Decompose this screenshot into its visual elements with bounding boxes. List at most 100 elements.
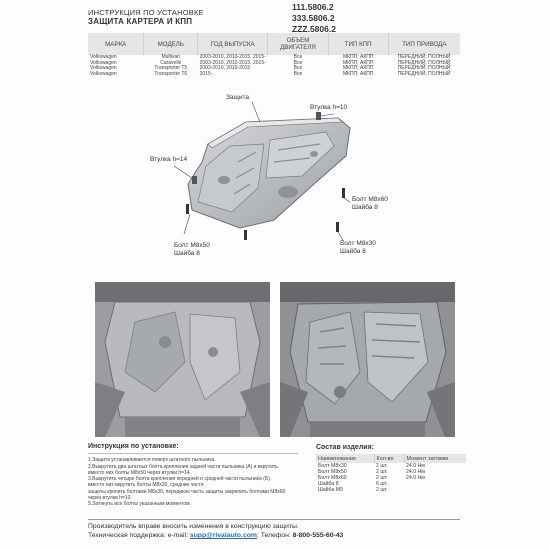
table-row: Volkswagen Transporter T5 2003-2010, 201… (88, 65, 460, 72)
bolt-name: Болт М8х30 (340, 240, 376, 247)
cell-year: 2015- (199, 70, 213, 77)
divider (88, 453, 298, 455)
support-phone: 8-800-555-60-43 (292, 532, 344, 539)
label-bushing-h10: Втулка h=10 (310, 104, 348, 111)
table-row: Шайба М9 2 шт. (316, 487, 466, 493)
cell-gearbox: МКПП; АКПП (342, 54, 374, 60)
document-title: ИНСТРУКЦИЯ ПО УСТАНОВКЕ ЗАЩИТА КАРТЕРА И… (88, 8, 204, 26)
footer: Производитель вправе вносить изменения в… (88, 522, 468, 540)
label-bolt-m8x30: Болт М8х30 Шайба 8 (340, 240, 376, 256)
bolt-name: Болт М8х60 (352, 196, 388, 203)
instruction-step: 3.Выкрутить четыре болта крепления перед… (88, 476, 272, 483)
washer-name: Шайба 8 (174, 250, 200, 257)
exploded-diagram: Защита Втулка h=14 Втулка h=10 Болт М8х6… (88, 92, 460, 272)
table-row: Volkswagen Caravelle 2003-2010, 2010-201… (88, 59, 460, 67)
components-title: Состав изделия: (316, 444, 374, 451)
underbody-photo-before (95, 282, 270, 437)
label-bolt-m8x60: Болт М8х60 Шайба 8 (352, 196, 388, 212)
cell-name: Болт М8х50 (318, 469, 347, 475)
cell-year: 2003-2010, 2010-2015, 2015- (199, 54, 266, 60)
col-header-make: МАРКА (88, 33, 145, 55)
cell-torque: 24.0 Нм (406, 469, 425, 475)
components-section: Состав изделия: Наименование Кол-во Моме… (316, 444, 466, 493)
cell-engine: Все (293, 59, 303, 66)
col-header-name: Наименование (316, 454, 375, 463)
instruction-step: 5.Затянуть все болты указанным моментом. (88, 501, 191, 508)
label-bolt-m8x50: Болт М8х50 Шайба 8 (174, 242, 210, 258)
title-line-1: ИНСТРУКЦИЯ ПО УСТАНОВКЕ (88, 8, 204, 17)
instruction-step: 2.Выкрутить два штатных болта крепления … (88, 463, 278, 470)
cell-model: Multivan (161, 54, 181, 60)
cell-year: 2003-2010, 2010-2015 (199, 65, 251, 71)
cell-name: Болт М8х60 (318, 475, 347, 481)
cell-drive: ПЕРЕДНИЙ; ПОЛНЫЙ (397, 65, 451, 71)
washer-name: Шайба 8 (340, 248, 366, 255)
col-header-engine: ОБЪЕМ ДВИГАТЕЛЯ (267, 33, 329, 55)
instruction-step: 1.Защита устанавливается поверх штатного… (88, 457, 216, 464)
cell-drive: ПЕРЕДНИЙ; ПОЛНЫЙ (397, 70, 451, 77)
cell-gearbox: МКПП; АКПП (342, 65, 374, 71)
photo-after-install (280, 282, 455, 437)
part-code: 333.5806.2 (292, 13, 335, 23)
cell-model: Transporter T5 (154, 65, 188, 71)
cell-qty: 2 шт. (376, 469, 388, 475)
cell-qty: 6 шт. (376, 481, 388, 487)
col-header-qty: Кол-во (374, 454, 405, 463)
table-row: Volkswagen Transporter T6 2015- Все МКПП… (88, 70, 460, 78)
col-header-gearbox: ТИП КПП (328, 33, 389, 55)
cell-torque (404, 487, 466, 493)
col-header-torque: Момент затяжки (404, 454, 466, 463)
washer-name: Шайба 8 (352, 204, 378, 211)
instruction-step: вместо них болты М8х50 через втулки h=14… (88, 469, 192, 476)
table-row: Болт М8х50 2 шт. 24.0 Нм (316, 469, 466, 475)
table-row: Болт М8х30 2 шт. 24.0 Нм (316, 463, 466, 469)
photo-before-install (95, 282, 270, 437)
title-line-2: ЗАЩИТА КАРТЕРА И КПП (88, 17, 193, 26)
footer-divider (88, 519, 460, 520)
cell-make: Volkswagen (90, 54, 117, 60)
cell-name: Болт М8х30 (318, 463, 347, 469)
bolt-name: Болт М8х50 (174, 242, 210, 249)
cell-gearbox: МКПП; АКПП (342, 70, 374, 77)
part-code: ZZZ.5806.2 (292, 24, 336, 34)
cell-engine: Все (293, 65, 303, 71)
cell-drive: ПЕРЕДНИЙ; ПОЛНЫЙ (397, 54, 451, 60)
footer-disclaimer: Производитель вправе вносить изменения в… (88, 523, 299, 530)
vehicle-table: МАРКА МОДЕЛЬ ГОД ВЫПУСКА ОБЪЕМ ДВИГАТЕЛЯ… (88, 33, 460, 77)
support-email-link[interactable]: supp@rivalauto.com (189, 532, 257, 539)
cell-drive: ПЕРЕДНИЙ; ПОЛНЫЙ (397, 59, 451, 66)
phone-prefix: ; Телефон: (256, 532, 293, 539)
label-guard: Защита (226, 94, 250, 101)
col-header-drive: ТИП ПРИВОДА (388, 33, 460, 55)
cell-engine: Все (293, 54, 303, 60)
cell-engine: Все (293, 70, 303, 77)
cell-name: Шайба М9 (318, 487, 343, 493)
cell-torque: 24.0 Нм (406, 475, 425, 481)
skid-plate-drawing (173, 101, 351, 243)
components-table: Наименование Кол-во Момент затяжки Болт … (316, 454, 466, 493)
support-prefix: Техническая поддержка: e-mail: (88, 532, 190, 539)
cell-make: Volkswagen (90, 65, 117, 71)
instruction-step: вместо них вкрутить болты М8х30, средние… (88, 482, 204, 489)
cell-qty: 2 шт. (376, 487, 388, 493)
col-header-year: ГОД ВЫПУСКА (197, 33, 269, 55)
label-bushing-h14: Втулка h=14 (150, 156, 188, 163)
cell-make: Volkswagen (90, 59, 117, 66)
cell-name: Шайба 8 (318, 481, 339, 487)
underbody-photo-after (280, 282, 455, 437)
cell-year: 2003-2010, 2010-2015, 2015- (199, 59, 266, 66)
table-row: Volkswagen Multivan 2003-2010, 2010-2015… (88, 54, 460, 61)
instruction-step: через втулки h=10. (88, 495, 132, 502)
cell-torque: 24.0 Нм (406, 463, 425, 469)
table-row: Болт М8х60 2 шт. 24.0 Нм (316, 475, 466, 481)
col-header-model: МОДЕЛЬ (143, 33, 199, 55)
footer-support: Техническая поддержка: e-mail: supp@riva… (88, 531, 468, 540)
part-code: 111.5806.2 (292, 2, 334, 12)
cell-model: Transporter T6 (154, 70, 188, 77)
cell-make: Volkswagen (90, 70, 117, 77)
installation-instructions: Инструкция по установке: 1.Защита устана… (88, 443, 298, 508)
table-row: Шайба 8 6 шт. (316, 481, 466, 487)
cell-qty: 2 шт. (376, 475, 388, 481)
instruction-step: защиты крепить болтами М8х30, переднюю ч… (88, 488, 286, 495)
